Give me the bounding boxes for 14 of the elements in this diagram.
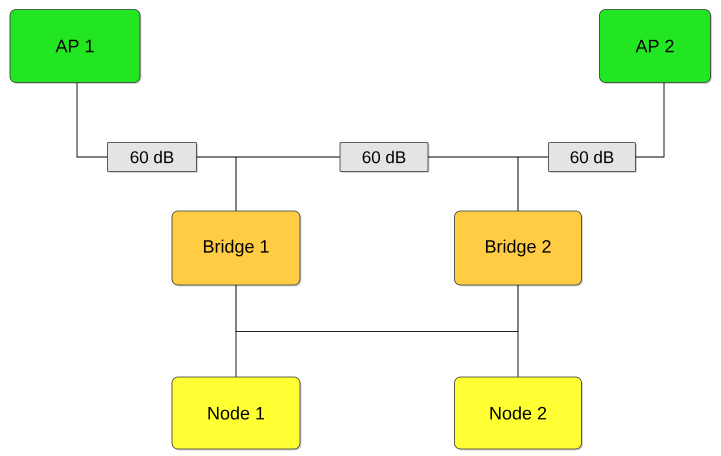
access-point-box: AP 2 <box>599 9 712 84</box>
bridge-box: Bridge 1 <box>172 210 302 286</box>
attenuator-box: 60 dB <box>107 142 198 173</box>
node-box: Node 2 <box>454 376 583 450</box>
connector-line <box>236 284 518 332</box>
connector-line <box>76 82 108 158</box>
attenuator-box: 60 dB <box>548 142 637 173</box>
access-point-box: AP 1 <box>10 9 142 84</box>
connector-line <box>518 156 549 212</box>
bridge-box: Bridge 2 <box>454 210 583 286</box>
attenuator-box: 60 dB <box>340 142 430 173</box>
connector-line <box>236 156 340 212</box>
node-box: Node 1 <box>172 376 302 450</box>
connector-line <box>635 82 664 158</box>
